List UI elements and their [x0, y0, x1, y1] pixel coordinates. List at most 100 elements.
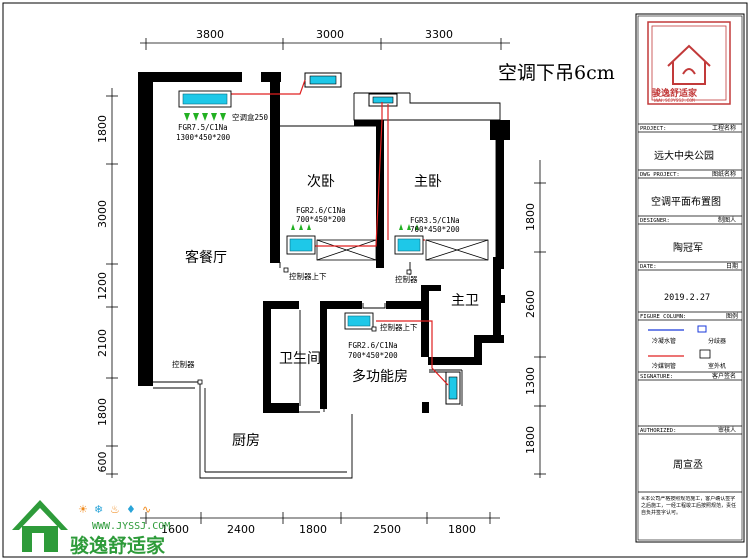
- designer-label-cn: 制图人: [718, 216, 736, 224]
- room-multi: 多功能房: [352, 368, 408, 385]
- refrigerant-pipes: [231, 79, 449, 386]
- legend-condensate: 冷凝水管: [652, 337, 676, 345]
- unit-labels: FGR7.5/C1Na 1300*450*200 空调盒250 FGR2.6/C…: [172, 112, 460, 369]
- watermark-name: 骏逸舒适家: [70, 534, 166, 557]
- outdoor-unit-1: [304, 72, 342, 88]
- dim-bottom-1: 1600: [161, 523, 189, 536]
- dim-left-3: 1200: [96, 272, 109, 300]
- dwg-label: DWG PROJECT:: [640, 172, 680, 178]
- title-block: 骏逸舒适家 WWW.SCJYSSJ.COM PROJECT: 工程名称 远大中央…: [635, 13, 745, 543]
- date-value: 2019.2.27: [664, 293, 710, 303]
- thick-walls: [138, 72, 510, 413]
- living-unit-size: 1300*450*200: [176, 133, 231, 142]
- master-controller-label: 控制器: [395, 274, 418, 284]
- living-controller-label: 控制器: [172, 359, 195, 369]
- dwg-value: 空调平面布置图: [651, 195, 721, 208]
- project-value: 远大中央公园: [654, 149, 714, 162]
- signature-label-cn: 客户签名: [712, 372, 736, 380]
- watermark-logo: ☀ ❄ ♨ ♦ ∿ WWW.JYSSJ.COM 骏逸舒适家: [12, 500, 170, 557]
- authorized-label: AUTHORIZED:: [640, 428, 676, 434]
- duct-boxes: [316, 239, 489, 261]
- dim-left-1: 1800: [96, 115, 109, 143]
- dwg-label-cn: 图纸名称: [712, 170, 736, 178]
- room-labels: 客餐厅 次卧 主卧 主卫 卫生间 多功能房 厨房: [185, 174, 479, 449]
- dim-right-2: 2600: [524, 290, 537, 318]
- legend-splitter: 分歧器: [708, 337, 726, 345]
- weather-icons: ☀ ❄ ♨ ♦ ∿: [78, 503, 151, 516]
- project-label-cn: 工程名称: [712, 124, 736, 132]
- legend: 冷凝水管 冷媒铜管 分歧器 室外机: [648, 325, 726, 370]
- indoor-unit-multi: [344, 312, 374, 330]
- footnote-box: ※本公司严格按照规范施工，客户确认签字之后施工，一经工程竣工后按照规范，责任自负…: [641, 496, 737, 516]
- living-unit-model: FGR7.5/C1Na: [178, 123, 228, 132]
- dim-top-1: 3800: [196, 28, 224, 41]
- dim-left-6: 600: [96, 452, 109, 473]
- outdoor-units: [304, 72, 461, 405]
- dim-left-4: 2100: [96, 329, 109, 357]
- title-logo-url: WWW.SCJYSSJ.COM: [654, 98, 695, 104]
- figure-label-cn: 图例: [726, 312, 738, 320]
- outdoor-unit-3: [445, 371, 461, 405]
- dim-right-3: 1300: [524, 367, 537, 395]
- dim-bottom-4: 2500: [373, 523, 401, 536]
- multi-unit-model: FGR2.6/C1Na: [348, 341, 398, 350]
- title-logo-cn: 骏逸舒适家: [652, 87, 698, 99]
- room-bathroom: 卫生间: [279, 351, 321, 367]
- dim-right-4: 1800: [524, 426, 537, 454]
- indoor-units: [178, 90, 424, 330]
- flame-icon: ♨: [110, 503, 120, 516]
- snowflake-icon: ❄: [94, 503, 103, 516]
- authorized-value: 周宣丞: [673, 458, 703, 471]
- watermark-url: WWW.JYSSJ.COM: [92, 521, 170, 532]
- legend-outdoor: 室外机: [708, 362, 726, 370]
- dim-left-5: 1800: [96, 398, 109, 426]
- ceiling-drop-note: 空调下吊6cm: [498, 62, 615, 84]
- water-drop-icon: ♦: [126, 503, 136, 516]
- second-unit-size: 700*450*200: [296, 215, 346, 224]
- controller-marks: [197, 267, 412, 385]
- dim-right-1: 1800: [524, 203, 537, 231]
- title-logo: 骏逸舒适家 WWW.SCJYSSJ.COM: [647, 21, 731, 105]
- master-unit-model: FGR3.5/C1Na: [410, 216, 460, 225]
- master-unit-size: 700*450*200: [410, 225, 460, 234]
- date-label-cn: 日期: [726, 262, 738, 270]
- signature-label: SIGNATURE:: [640, 374, 673, 380]
- dim-bottom-5: 1800: [448, 523, 476, 536]
- dim-bottom-2: 2400: [227, 523, 255, 536]
- project-label: PROJECT:: [640, 126, 667, 132]
- dim-top-3: 3300: [425, 28, 453, 41]
- house-logo-icon: [12, 500, 68, 552]
- second-controller-label: 控制器上下: [289, 271, 327, 281]
- heat-icon: ∿: [142, 503, 151, 516]
- second-unit-model: FGR2.6/C1Na: [296, 206, 346, 215]
- living-unit-box: 空调盒250: [232, 112, 269, 122]
- outdoor-unit-2: [368, 93, 398, 107]
- dimension-lines: [106, 38, 546, 524]
- indoor-unit-master: [394, 224, 424, 255]
- room-master-bedroom: 主卧: [414, 174, 442, 190]
- room-kitchen: 厨房: [232, 433, 260, 449]
- room-second-bedroom: 次卧: [307, 174, 335, 190]
- thin-walls: [153, 92, 501, 479]
- room-living: 客餐厅: [185, 249, 227, 266]
- dim-bottom-3: 1800: [299, 523, 327, 536]
- indoor-unit-second: [286, 224, 316, 255]
- date-label: DATE:: [640, 264, 657, 270]
- dim-top-2: 3000: [316, 28, 344, 41]
- authorized-label-cn: 审核人: [718, 426, 736, 434]
- sun-icon: ☀: [78, 503, 88, 516]
- indoor-unit-living: [178, 90, 232, 121]
- designer-label: DESIGNER:: [640, 218, 670, 224]
- multi-unit-size: 700*450*200: [348, 351, 398, 360]
- legend-refrigerant: 冷媒铜管: [652, 362, 676, 370]
- room-master-bath: 主卫: [451, 293, 479, 309]
- house-icon: [667, 44, 711, 85]
- footnote-text: ※本公司严格按照规范施工，客户确认签字之后施工，一经工程竣工后按照规范，责任自负…: [641, 496, 737, 516]
- designer-value: 陶冠军: [673, 241, 703, 254]
- multi-controller-label: 控制器上下: [380, 322, 418, 332]
- dimension-labels: 3800 3000 3300 1800 3000 1200 2100 1800 …: [96, 28, 537, 536]
- figure-label: FIGURE COLUMN:: [640, 314, 686, 320]
- dim-left-2: 3000: [96, 200, 109, 228]
